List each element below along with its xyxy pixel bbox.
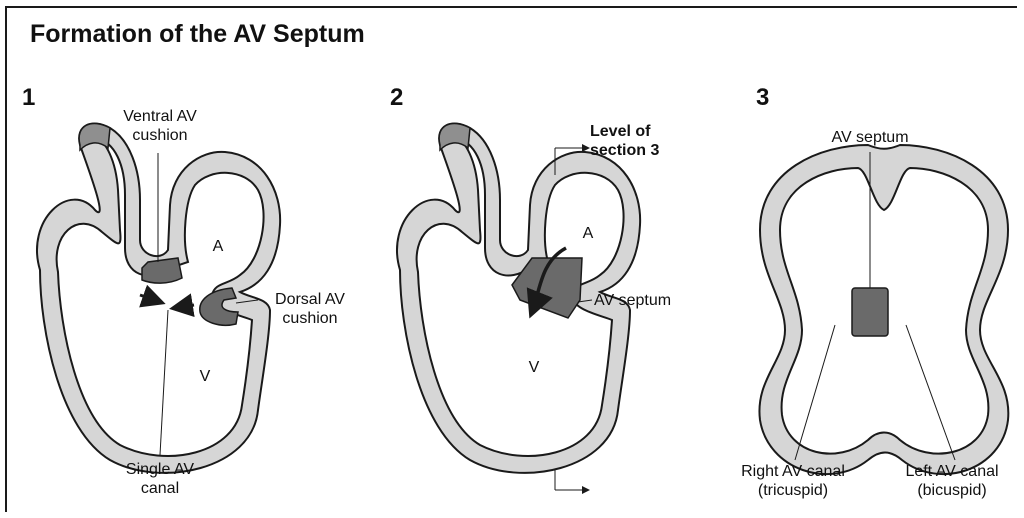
label-right-av-canal: Right AV canal (tricuspid) <box>727 462 859 500</box>
label-av-septum-3: AV septum <box>815 128 925 147</box>
label-atrium-1: A <box>208 237 228 256</box>
label-ventricle-2: V <box>524 358 544 377</box>
label-ventricle-1: V <box>195 367 215 386</box>
label-single-av-canal: Single AV canal <box>100 460 220 498</box>
label-ventral-av-cushion: Ventral AV cushion <box>100 107 220 145</box>
label-av-septum-2: AV septum <box>594 291 694 310</box>
label-atrium-2: A <box>578 224 598 243</box>
label-left-av-canal: Left AV canal (bicuspid) <box>886 462 1018 500</box>
label-dorsal-av-cushion: Dorsal AV cushion <box>262 290 358 328</box>
panel-1-heart <box>37 123 280 472</box>
label-level-of-section: Level of section 3 <box>590 122 700 160</box>
panel-2-number: 2 <box>390 84 403 112</box>
ventral-av-cushion <box>142 258 182 283</box>
panel-3-av-septum <box>852 288 888 336</box>
panel-3-section <box>759 145 1008 474</box>
panel-3-number: 3 <box>756 84 769 112</box>
panel-1-number: 1 <box>22 84 35 112</box>
